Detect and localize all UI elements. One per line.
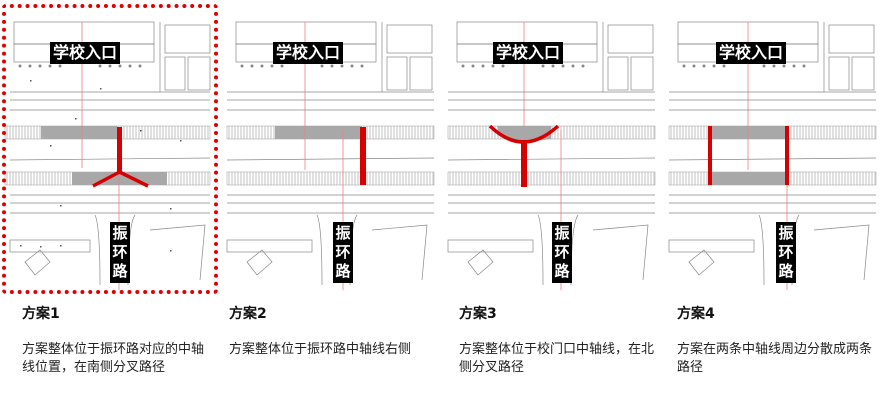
scheme-panel-1[interactable]: 学校入口 振 环 路 方案1 方案整体位于振环路对应的中轴线位置，在南侧分叉路径 [0, 0, 220, 401]
school-entrance-label: 学校入口 [716, 42, 787, 64]
site-plan-2: 学校入口 振 环 路 [222, 0, 442, 300]
road-char: 振 [554, 224, 570, 242]
scheme-panel-4[interactable]: 学校入口 振 环 路 方案4 方案在两条中轴线周边分散成两条路径 [664, 0, 880, 401]
site-plan-1: 学校入口 振 环 路 [0, 0, 220, 300]
road-label: 振 环 路 [333, 222, 353, 283]
scheme-title: 方案2 [229, 306, 267, 322]
road-char: 环 [554, 243, 570, 261]
school-entrance-label: 学校入口 [50, 42, 121, 64]
road-char: 环 [778, 243, 794, 261]
site-plan-4: 学校入口 振 环 路 [664, 0, 880, 300]
site-plan-drawing [447, 21, 656, 290]
road-char: 振 [778, 224, 794, 242]
road-char: 路 [112, 262, 128, 280]
road-char: 环 [335, 243, 351, 261]
scheme-panel-3[interactable]: 学校入口 振 环 路 方案3 方案整体位于校门口中轴线，在北侧分叉路径 [443, 0, 663, 401]
road-char: 路 [554, 262, 570, 280]
scheme-description: 方案整体位于振环路对应的中轴线位置，在南侧分叉路径 [22, 342, 205, 375]
road-char: 振 [112, 224, 128, 242]
road-label: 振 环 路 [110, 222, 130, 283]
school-entrance-label: 学校入口 [493, 42, 564, 64]
scheme-title: 方案3 [459, 306, 497, 322]
school-entrance-label: 学校入口 [273, 42, 344, 64]
scheme-title: 方案1 [22, 306, 60, 322]
road-char: 路 [335, 262, 351, 280]
scheme-panel-2[interactable]: 学校入口 振 环 路 方案2 方案整体位于振环路中轴线右侧 [222, 0, 442, 401]
road-label: 振 环 路 [776, 222, 796, 283]
site-plan-3: 学校入口 振 环 路 [443, 0, 663, 300]
road-char: 振 [335, 224, 351, 242]
road-char: 环 [112, 243, 128, 261]
selected-highlight-border [2, 4, 218, 294]
scheme-description: 方案在两条中轴线周边分散成两条路径 [677, 342, 873, 375]
road-label: 振 环 路 [552, 222, 572, 283]
scheme-description: 方案整体位于校门口中轴线，在北侧分叉路径 [459, 342, 655, 375]
scheme-description: 方案整体位于振环路中轴线右侧 [229, 342, 412, 357]
site-plan-drawing [4, 21, 211, 290]
road-char: 路 [778, 262, 794, 280]
site-plan-drawing [226, 21, 435, 290]
scheme-title: 方案4 [677, 306, 715, 322]
